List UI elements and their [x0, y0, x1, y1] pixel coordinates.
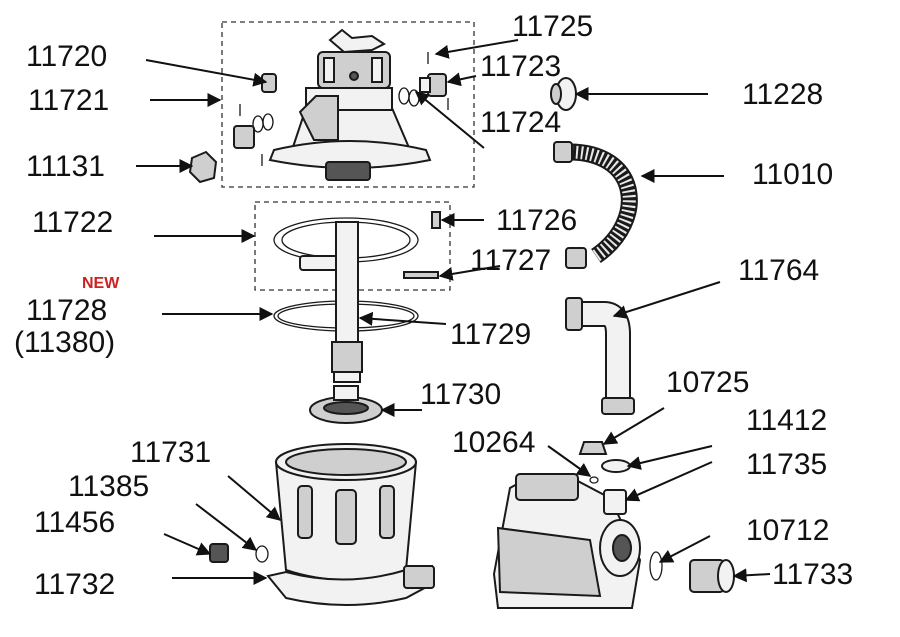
pump-oring-part — [649, 551, 663, 581]
valve-assembly-box — [221, 21, 475, 188]
valve-knob-part — [317, 28, 391, 89]
label-11722: 11722 — [32, 206, 113, 239]
pump-part — [492, 473, 642, 609]
vent-cap-part — [578, 441, 608, 455]
elbow-pipe-part — [565, 297, 635, 415]
label-11721: 11721 — [28, 84, 109, 117]
hex-nut-part — [188, 150, 218, 184]
label-11380: (11380) — [14, 326, 115, 359]
label-11764: 11764 — [738, 254, 819, 287]
label-11131: 11131 — [26, 150, 105, 183]
label-11730: 11730 — [420, 378, 501, 411]
vent-oring-part — [589, 476, 599, 484]
label-11412: 11412 — [746, 404, 827, 437]
leader-lines — [136, 39, 771, 585]
pump-ring-part — [601, 459, 631, 473]
label-11720: 11720 — [26, 40, 107, 73]
clamp-screw-part — [431, 211, 441, 229]
oring-right-a — [398, 87, 410, 105]
label-10725: 10725 — [666, 366, 749, 399]
label-11725: 11725 — [512, 10, 593, 43]
left-connector-part — [233, 125, 255, 149]
label-11723: 11723 — [480, 50, 561, 83]
oring-left-b — [262, 113, 274, 131]
label-11727: 11727 — [470, 244, 551, 277]
standpipe-part — [331, 221, 363, 383]
label-11010: 11010 — [752, 158, 833, 191]
new-badge: NEW — [82, 275, 120, 292]
label-11726: 11726 — [496, 204, 577, 237]
label-11733: 11733 — [772, 558, 853, 591]
label-11732: 11732 — [34, 568, 115, 601]
right-connector-part — [419, 73, 447, 97]
label-11728: 11728 — [26, 294, 107, 327]
label-10712: 10712 — [746, 514, 829, 547]
filter-tank-part — [274, 443, 418, 581]
label-11735: 11735 — [746, 448, 827, 481]
lateral-assembly-part — [309, 385, 383, 424]
label-11731: 11731 — [130, 436, 211, 469]
label-11385: 11385 — [68, 470, 149, 503]
hose-part — [553, 141, 638, 269]
valve-body-part — [268, 87, 432, 181]
label-10264: 10264 — [452, 426, 535, 459]
drain-cap-part — [209, 543, 229, 563]
label-11724: 11724 — [480, 106, 561, 139]
label-11729: 11729 — [450, 318, 531, 351]
drain-oring-part — [255, 545, 269, 563]
label-11456: 11456 — [34, 506, 115, 539]
gauge-plug-part — [261, 73, 277, 93]
pump-connector-part — [689, 559, 735, 593]
tank-base-part — [266, 564, 435, 606]
clamp-bolt-part — [403, 271, 439, 279]
label-11228: 11228 — [742, 78, 823, 111]
